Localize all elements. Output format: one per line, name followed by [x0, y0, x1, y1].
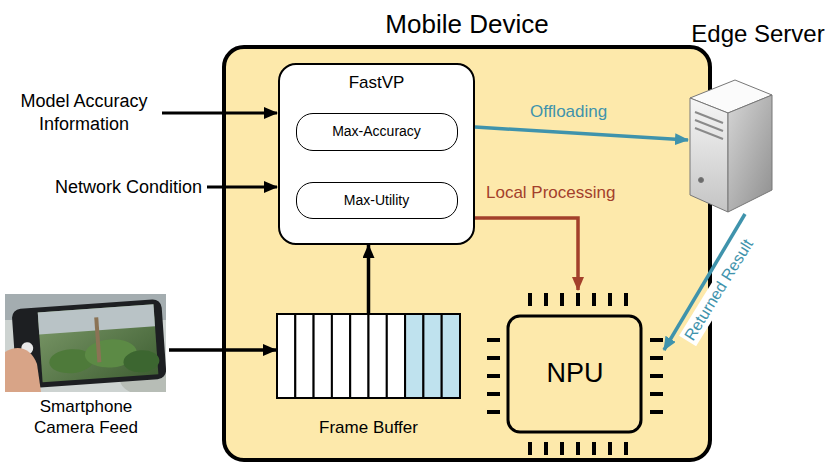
node-label: Frame Buffer [319, 418, 418, 438]
npu-chip: NPU [486, 290, 664, 456]
input-arrow [169, 348, 276, 352]
node-label: Max-Utility [344, 192, 409, 209]
node-label: Max-Accuracy [332, 123, 421, 140]
offload-arrow [475, 127, 688, 140]
policy-pill: Max-Accuracy [296, 113, 458, 151]
input-label: Network Condition [2, 176, 202, 199]
node-label: Mobile Device [385, 9, 548, 40]
edge-label: Local Processing [484, 182, 617, 203]
server-icon [690, 80, 772, 212]
input-arrow [207, 186, 277, 189]
flow-arrow [367, 245, 371, 313]
local-arrow [475, 218, 578, 290]
buffer-cells [277, 314, 460, 398]
camera-feed: Smartphone Camera Feed [3, 292, 169, 460]
chip-symbol [487, 293, 663, 455]
node-label: NPU [546, 357, 603, 389]
phone-photo [5, 294, 166, 392]
node-label: Smartphone Camera Feed [21, 396, 151, 439]
input-label: Model Accuracy Information [6, 90, 162, 135]
node-label: Edge Server [691, 20, 824, 49]
frame-buffer: Frame Buffer [276, 313, 461, 448]
policy-pill: Max-Utility [296, 182, 458, 219]
device-boundary: Mobile DeviceFastVPMax-AccuracyMax-Utili… [222, 45, 712, 462]
scheduler-box: FastVP Max-AccuracyMax-Utility [278, 63, 475, 245]
edge-server: Edge Server [688, 20, 828, 214]
input-arrow [162, 112, 277, 115]
node-label: FastVP [349, 73, 405, 93]
edge-label: Offloading [528, 101, 609, 122]
